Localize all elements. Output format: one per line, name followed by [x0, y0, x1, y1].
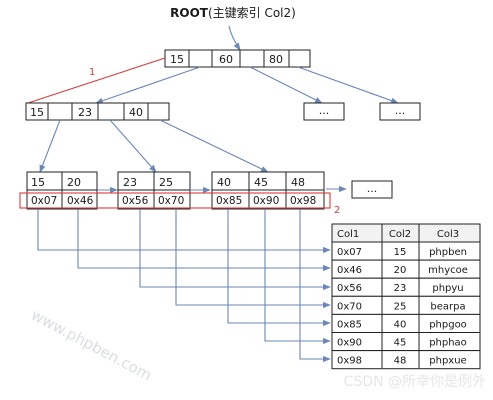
level2-to-leaf1-arrow: [39, 119, 61, 173]
table-cell: 0x90: [337, 338, 362, 349]
root-label-bold: ROOT: [170, 6, 209, 20]
leaf1-ptr-1: 0x07: [31, 195, 57, 207]
table-row: [331, 350, 481, 370]
table-header-col1: Col1: [337, 229, 359, 240]
root-label: ROOT(主键索引 Col2): [170, 6, 296, 20]
table-cell: 0x56: [337, 283, 362, 294]
leaf1-key-2: 20: [67, 176, 81, 189]
ptr-0x46-arrow: [77, 209, 331, 272]
ellipsis-node-1: [303, 102, 345, 121]
root-to-level2-left-arrow: [95, 66, 201, 104]
ptr-0x85-arrow: [227, 209, 331, 327]
table-header-col3: Col3: [437, 229, 459, 240]
table-cell: 48: [394, 356, 407, 367]
root-node-outline: [164, 49, 311, 68]
table-cell: 20: [394, 265, 407, 276]
table-cell: 0x07: [337, 247, 362, 258]
leaf3-key-2: 45: [254, 176, 268, 189]
table-cell: 25: [394, 301, 407, 312]
root-pointer-arrow: [228, 25, 241, 51]
ptr-0x98-arrow: [299, 209, 331, 363]
leaf-node-3: 40 45 48 0x85 0x90 0x98: [211, 171, 325, 210]
table-cell: 45: [394, 338, 407, 349]
level2-node: 15 23 40: [25, 102, 170, 121]
table-cell: phpgoo: [429, 319, 467, 330]
level2-to-leaf3-arrow: [159, 119, 269, 173]
table-cell: bearpa: [430, 301, 465, 312]
root-to-level2-right1-arrow: [249, 66, 323, 104]
table-cell: 40: [394, 319, 407, 330]
level2-key-1: 15: [30, 106, 44, 119]
table-rows: 0x07 15 phpben 0x46 20 mhycoe 0x56 23 phpyu 0x70 2…: [331, 241, 481, 370]
table-cell: mhycoe: [428, 265, 468, 276]
table-cell: 23: [394, 283, 407, 294]
leaf1-key-1: 15: [31, 176, 45, 189]
leaf3-key-1: 40: [217, 176, 231, 189]
leaf2-ptr-2: 0x70: [158, 195, 184, 207]
table-header-col2: Col2: [389, 229, 411, 240]
table-cell: 0x98: [337, 356, 362, 367]
ellipsis-node-2-text: ...: [395, 104, 406, 117]
leaf3-ptr-3: 0x98: [290, 195, 316, 207]
table-cell: 0x85: [337, 319, 362, 330]
table-cell: phpben: [429, 247, 467, 258]
ptr-0x70-arrow: [175, 209, 331, 309]
callout-2-label: 2: [334, 205, 340, 216]
ptr-0x90-arrow: [264, 209, 331, 345]
level2-key-2: 23: [78, 106, 92, 119]
root-to-level2-right2-arrow: [297, 66, 399, 104]
ellipsis-leaf-text: ...: [367, 182, 378, 195]
leaf2-ptr-1: 0x56: [122, 195, 149, 207]
ptr-0x56-arrow: [139, 209, 331, 291]
table-cell: phpxue: [429, 356, 466, 367]
table-cell: 0x70: [337, 301, 362, 312]
root-key-2: 60: [219, 53, 233, 66]
root-key-1: 15: [170, 53, 184, 66]
leaf-node-1: 15 20 0x07 0x46: [26, 171, 98, 210]
table-cell: 15: [394, 247, 407, 258]
pointer-arrows: [37, 209, 331, 363]
ellipsis-node-1-text: ...: [319, 104, 330, 117]
ptr-0x07-arrow: [37, 209, 331, 254]
leaf2-key-1: 23: [123, 176, 137, 189]
leaf3-ptr-1: 0x85: [216, 195, 242, 207]
root-label-rest: (主键索引 Col2): [208, 6, 296, 20]
ellipsis-node-2: [379, 102, 421, 121]
pointer-row-highlight: [19, 192, 331, 209]
table-cell: 0x46: [337, 265, 362, 276]
callout-1-label: 1: [89, 67, 95, 78]
root-key-3: 80: [269, 53, 283, 66]
ellipsis-leaf-node: [351, 180, 393, 199]
watermark-diagonal: www.phpben.com: [28, 306, 155, 385]
leaf1-ptr-2: 0x46: [67, 195, 94, 207]
watermark-bottom: CSDN @所幸你是例外: [344, 374, 486, 390]
root-node: 15 60 80: [164, 49, 311, 68]
leaf3-ptr-2: 0x90: [253, 195, 279, 207]
level2-to-leaf2-arrow: [109, 119, 157, 173]
callout-1-line: [27, 57, 166, 104]
leaf-node-2: 23 25 0x56 0x70: [117, 171, 191, 210]
leaf3-key-3: 48: [291, 176, 305, 189]
table-cell: phpyu: [432, 283, 463, 294]
table-cell: phphao: [429, 338, 467, 349]
leaf2-key-2: 25: [159, 176, 173, 189]
level2-key-3: 40: [129, 106, 143, 119]
